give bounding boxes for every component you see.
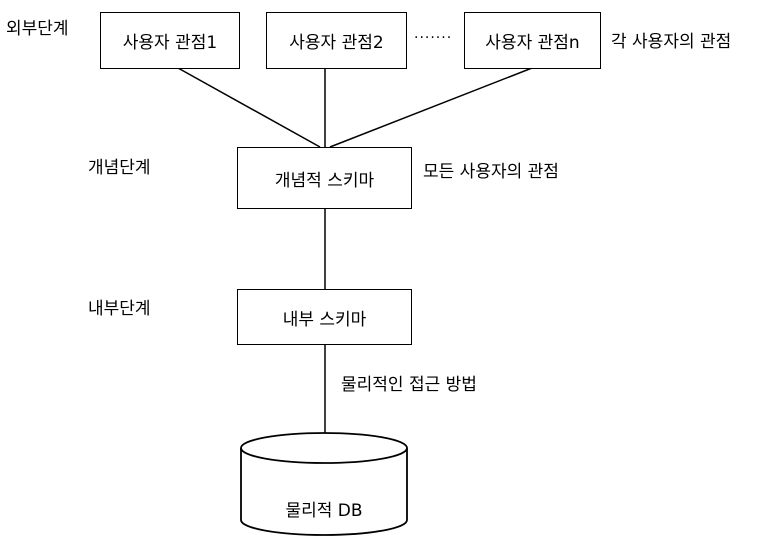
user-view-label-2: 사용자 관점2 xyxy=(289,33,384,53)
note-each-user-view: 각 사용자의 관점 xyxy=(611,32,732,52)
connector-viewn-conceptual xyxy=(329,67,533,148)
level-label-conceptual: 개념단계 xyxy=(88,158,151,178)
conceptual-schema-label: 개념적 스키마 xyxy=(274,170,375,191)
level-label-internal: 내부단계 xyxy=(88,299,151,319)
internal-schema-box: 내부 스키마 xyxy=(237,289,412,345)
database-label: 물리적 DB xyxy=(285,501,363,521)
ellipsis-dots: ······· xyxy=(414,30,453,46)
note-physical-access: 물리적인 접근 방법 xyxy=(341,375,477,395)
user-view-box-1: 사용자 관점1 xyxy=(100,12,240,69)
user-view-box-2: 사용자 관점2 xyxy=(266,12,407,69)
database-cylinder xyxy=(240,432,408,536)
user-view-box-n: 사용자 관점n xyxy=(464,12,601,69)
internal-schema-label: 내부 스키마 xyxy=(282,309,367,330)
user-view-label-n: 사용자 관점n xyxy=(485,33,580,53)
note-all-user-view: 모든 사용자의 관점 xyxy=(423,162,559,182)
connector-view1-conceptual xyxy=(177,67,321,148)
user-view-label-1: 사용자 관점1 xyxy=(122,33,218,53)
level-label-external: 외부단계 xyxy=(6,19,69,39)
conceptual-schema-box: 개념적 스키마 xyxy=(237,147,412,209)
